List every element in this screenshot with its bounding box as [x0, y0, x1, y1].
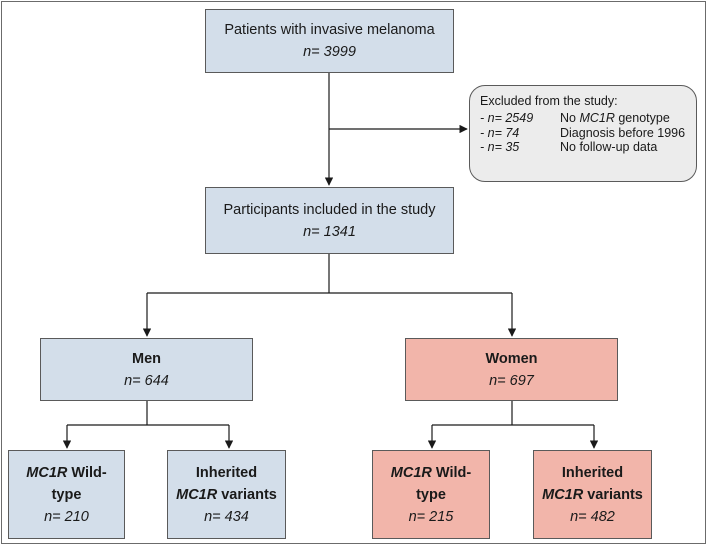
excluded-title: Excluded from the study: [480, 94, 618, 108]
excluded-row: - n= 35 No follow-up data [480, 140, 686, 155]
wildtype-label-cont: type [51, 486, 82, 503]
women-variants-count: n= 482 [570, 508, 615, 525]
box-men-variants: Inherited MC1R variants n= 434 [167, 450, 286, 539]
excluded-row: - n= 2549 No MC1R genotype [480, 111, 686, 126]
excluded-reason: No MC1R genotype [560, 111, 686, 126]
reason-text: genotype [614, 111, 670, 125]
box-excluded: Excluded from the study: - n= 2549 No MC… [469, 85, 697, 182]
excluded-reason: Diagnosis before 1996 [560, 125, 686, 140]
excluded-reason: No follow-up data [560, 140, 658, 154]
wildtype-label: MC1R Wild- [391, 462, 471, 484]
variants-label: Inherited [561, 464, 624, 481]
men-wildtype-count: n= 210 [44, 508, 89, 525]
gene-name: MC1R [176, 486, 218, 503]
gene-name: MC1R [542, 486, 584, 503]
gene-name: MC1R [26, 464, 68, 481]
label-text: variants [583, 486, 643, 503]
box-included: Participants included in the study n= 13… [205, 187, 454, 254]
label-text: Wild- [67, 464, 107, 481]
gene-name: MC1R [390, 464, 432, 481]
patients-count: n= 3999 [303, 44, 356, 60]
box-men: Men n= 644 [40, 338, 253, 401]
box-patients: Patients with invasive melanoma n= 3999 [205, 9, 454, 73]
included-count: n= 1341 [303, 223, 356, 240]
excluded-count: - n= 35 [480, 140, 520, 154]
box-women-variants: Inherited MC1R variants n= 482 [533, 450, 652, 539]
excluded-row: - n= 74 Diagnosis before 1996 [480, 126, 686, 141]
variants-label-cont: MC1R variants [542, 484, 643, 506]
men-variants-count: n= 434 [204, 508, 249, 525]
reason-text: No [560, 111, 580, 125]
excluded-count: - n= 74 [480, 125, 520, 140]
gene-name: MC1R [579, 111, 615, 125]
variants-label: Inherited [195, 464, 258, 481]
variants-label-cont: MC1R variants [176, 484, 277, 506]
men-count: n= 644 [124, 372, 169, 389]
label-text: variants [217, 486, 277, 503]
wildtype-label-cont: type [416, 486, 446, 503]
patients-title: Patients with invasive melanoma [224, 22, 435, 38]
box-women: Women n= 697 [405, 338, 618, 401]
women-title: Women [485, 350, 538, 367]
women-wildtype-count: n= 215 [408, 508, 454, 525]
label-text: Wild- [431, 464, 472, 481]
wildtype-label: MC1R Wild- [26, 462, 106, 484]
box-men-wildtype: MC1R Wild- type n= 210 [8, 450, 125, 539]
women-count: n= 697 [489, 372, 534, 389]
box-women-wildtype: MC1R Wild- type n= 215 [372, 450, 490, 539]
excluded-count: - n= 2549 [480, 111, 534, 125]
men-title: Men [132, 350, 161, 367]
included-title: Participants included in the study [223, 201, 436, 218]
